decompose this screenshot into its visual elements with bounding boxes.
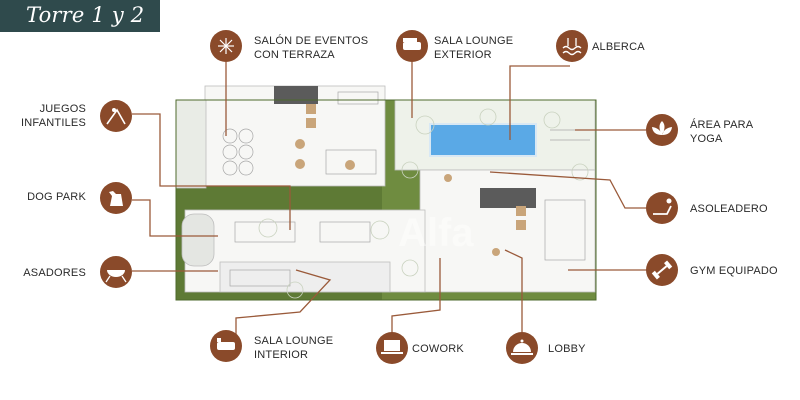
label-gym: GYM EQUIPADO: [690, 265, 778, 277]
pool-icon: [556, 30, 588, 62]
dog-icon: [100, 182, 132, 214]
dumbbell-icon: [646, 254, 678, 286]
title-tab: Torre 1 y 2: [0, 0, 160, 32]
sunbed-icon: [646, 192, 678, 224]
sofa-icon: [396, 30, 428, 62]
label-asoleadero: ASOLEADERO: [690, 203, 768, 215]
pool: [429, 123, 537, 157]
slide-icon: [100, 100, 132, 132]
bell-icon: [506, 332, 538, 364]
plan-border: [175, 99, 597, 301]
label-asadores: ASADORES: [23, 267, 86, 279]
room-markers: [295, 104, 526, 256]
watermark: Alfa: [398, 211, 474, 255]
label-alberca: ALBERCA: [592, 41, 645, 53]
sofa-icon: [210, 330, 242, 362]
plan-title: Torre 1 y 2: [26, 3, 145, 27]
lotus-icon: [646, 114, 678, 146]
chandelier-icon: [210, 30, 242, 62]
label-dogpark: DOG PARK: [27, 191, 86, 203]
leader-lines: [132, 62, 648, 344]
label-cowork: COWORK: [412, 343, 464, 355]
grill-icon: [100, 256, 132, 288]
trees: [258, 108, 589, 299]
laptop-icon: [376, 332, 408, 364]
label-lobby: LOBBY: [548, 343, 586, 355]
